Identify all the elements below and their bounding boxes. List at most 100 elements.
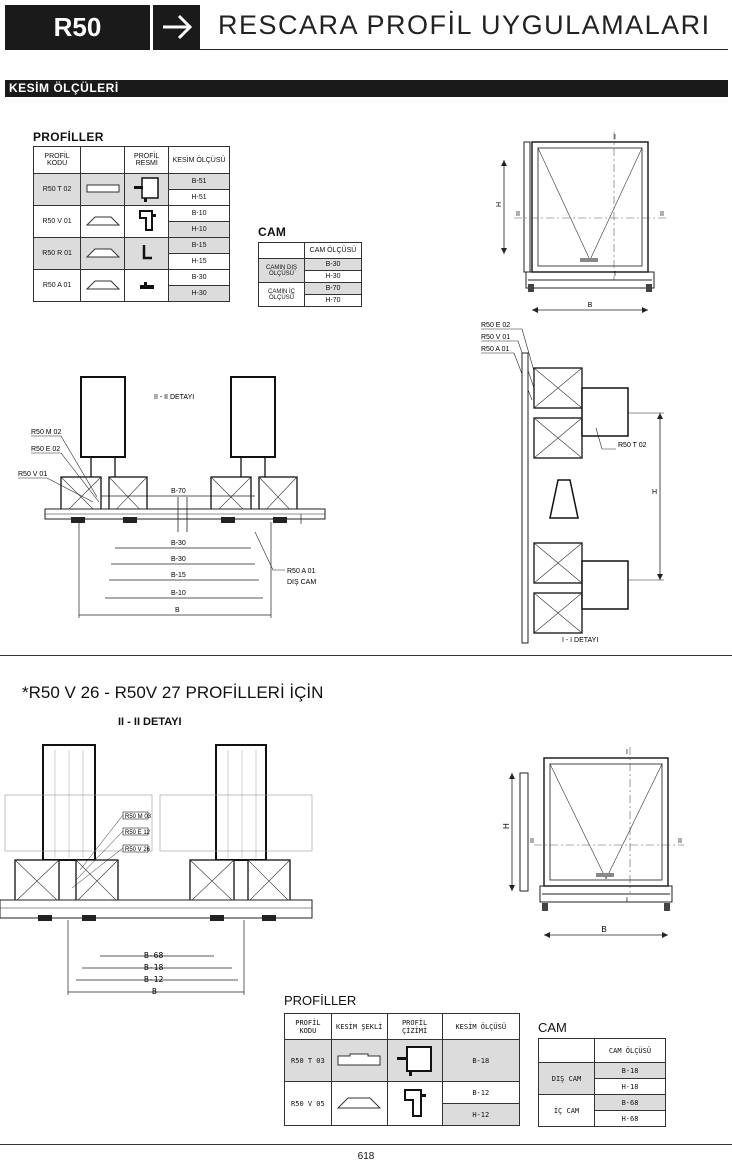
dim-label: B-70 <box>171 488 186 495</box>
cut-shape-rect <box>330 1039 388 1082</box>
table-row-code: R50 T 03 <box>284 1039 332 1082</box>
dim-label: B-10 <box>171 590 186 597</box>
cut-value: H-51 <box>168 189 230 206</box>
cut-value: B-10 <box>168 205 230 222</box>
footer-divider <box>0 1144 732 1145</box>
dim-label: B <box>152 987 157 996</box>
cut-value: B-18 <box>441 1039 521 1082</box>
table-row-code: R50 V 05 <box>284 1081 332 1126</box>
cut-value: H-12 <box>441 1103 521 1126</box>
callout-label: R50 V 26 <box>125 847 151 853</box>
table-row-code: R50 V 01 <box>32 205 82 238</box>
cut-value: H-10 <box>168 221 230 238</box>
dim-label: B-18 <box>144 963 163 972</box>
cut-shape-trap <box>80 269 126 302</box>
callout-label: R50 T 02 <box>618 442 647 449</box>
profile-drawing <box>124 269 170 302</box>
section-marker: II <box>660 211 664 218</box>
cut-shape-rect <box>80 173 126 206</box>
dim-h-label: H <box>496 202 503 207</box>
cam-value: H-30 <box>304 270 362 283</box>
detail-ii-lower: R50 M 03 R50 E 12 R50 V 26 B-68 B-18 B-1… <box>0 744 313 996</box>
section-marker: II <box>678 838 682 845</box>
lower-detail-title: II - II DETAYI <box>118 716 182 728</box>
cam-value: B-70 <box>304 282 362 295</box>
callout-label: R50 E 02 <box>31 446 60 453</box>
section-marker: I <box>626 897 628 904</box>
cut-shape-trap <box>80 237 126 270</box>
section-marker: I <box>614 134 616 141</box>
profile-drawing <box>386 1081 443 1126</box>
dim-b-label: B <box>588 302 593 309</box>
callout-label: R50 E 12 <box>125 830 151 836</box>
cut-value: B-15 <box>168 237 230 254</box>
table-row-code: R50 T 02 <box>32 173 82 206</box>
cut-shape-trap <box>330 1081 388 1126</box>
callout-label: R50 A 01 <box>287 568 316 575</box>
profiles-table-lower: PROFİL KODU KESİM ŞEKLİ PROFİL ÇİZİMİ KE… <box>284 1013 521 1126</box>
cut-value: B-30 <box>168 269 230 286</box>
cam-value: B-30 <box>304 258 362 271</box>
detail-ii-top: II - II DETAYI R50 M 02 R50 E 02 R50 V 0… <box>18 376 326 618</box>
detail-i-right: R50 E 02 R50 V 01 R50 A 01 R50 T 02 H I … <box>481 322 664 644</box>
table-row-code: R50 R 01 <box>32 237 82 270</box>
col-cut-size: KESİM ÖLÇÜSÜ <box>441 1013 521 1040</box>
col-cam-size: CAM ÖLÇÜSÜ <box>594 1038 666 1063</box>
callout-label: R50 M 03 <box>125 814 152 820</box>
section-marker: I <box>614 271 616 278</box>
cam-value: H-18 <box>594 1078 666 1095</box>
dim-label: B-15 <box>171 572 186 579</box>
series-code-badge: R50 <box>5 5 150 50</box>
callout-label: R50 M 02 <box>31 429 61 436</box>
section-marker: II <box>530 838 534 845</box>
arrow-right-icon <box>153 5 200 50</box>
col-cut-shape: KESİM ŞEKLİ <box>330 1013 388 1040</box>
callout-label: R50 E 02 <box>481 322 510 329</box>
cut-value: B-51 <box>168 173 230 190</box>
section-marker: I <box>626 749 628 756</box>
dim-h-label: H <box>652 489 657 496</box>
dim-label: B <box>175 607 180 614</box>
col-cut-size: KESİM ÖLÇÜSÜ <box>168 146 230 174</box>
section-title-bar: KESİM ÖLÇÜLERİ <box>5 80 728 97</box>
callout-label: R50 V 01 <box>481 334 510 341</box>
cut-value: H-15 <box>168 253 230 270</box>
cam-row-label: CAMIN İÇ ÖLÇÜSÜ <box>258 282 305 307</box>
cut-value: H-30 <box>168 285 230 302</box>
profiles-table-top: PROFİL KODU PROFİL RESMİ KESİM ÖLÇÜSÜ R5… <box>32 146 230 302</box>
callout-label: DIŞ CAM <box>287 579 316 586</box>
col-cam-size: CAM ÖLÇÜSÜ <box>304 242 362 259</box>
profile-drawing <box>386 1039 443 1082</box>
profile-drawing <box>124 173 170 206</box>
cam-title-lower: CAM <box>538 1020 567 1035</box>
cam-value: B-68 <box>594 1094 666 1111</box>
detail-title: II - II DETAYI <box>154 394 194 401</box>
cam-title: CAM <box>258 225 287 239</box>
page-number: 618 <box>357 1151 375 1162</box>
col-profile-drawing: PROFİL ÇİZİMİ <box>386 1013 443 1040</box>
cut-shape-trap <box>80 205 126 238</box>
profile-drawing <box>124 205 170 238</box>
cam-value: H-70 <box>304 294 362 307</box>
cam-row-label: İÇ CAM <box>538 1094 595 1127</box>
cam-value: H-68 <box>594 1110 666 1127</box>
col-profile-code: PROFİL KODU <box>284 1013 332 1040</box>
table-row-code: R50 A 01 <box>32 269 82 302</box>
section-marker: II <box>516 211 520 218</box>
cut-value: B-12 <box>441 1081 521 1104</box>
dim-h-label: H <box>502 823 511 829</box>
dim-label: B-30 <box>171 556 186 563</box>
frame-elevation-lower: B H I I II II <box>502 747 684 938</box>
profile-drawing <box>124 237 170 270</box>
profiles-title-lower: PROFİLLER <box>284 993 357 1008</box>
dim-b-label: B <box>601 925 606 934</box>
col-profile-code: PROFİL KODU <box>32 146 82 174</box>
lower-title: *R50 V 26 - R50V 27 PROFİLLERİ İÇİN <box>22 683 324 702</box>
col-profile-image: PROFİL RESMİ <box>124 146 170 174</box>
cam-row-label: DIŞ CAM <box>538 1062 595 1095</box>
cam-row-label: CAMIN DIŞ ÖLÇÜSÜ <box>258 258 305 283</box>
dim-label: B-30 <box>171 540 186 547</box>
section-divider <box>0 655 732 656</box>
